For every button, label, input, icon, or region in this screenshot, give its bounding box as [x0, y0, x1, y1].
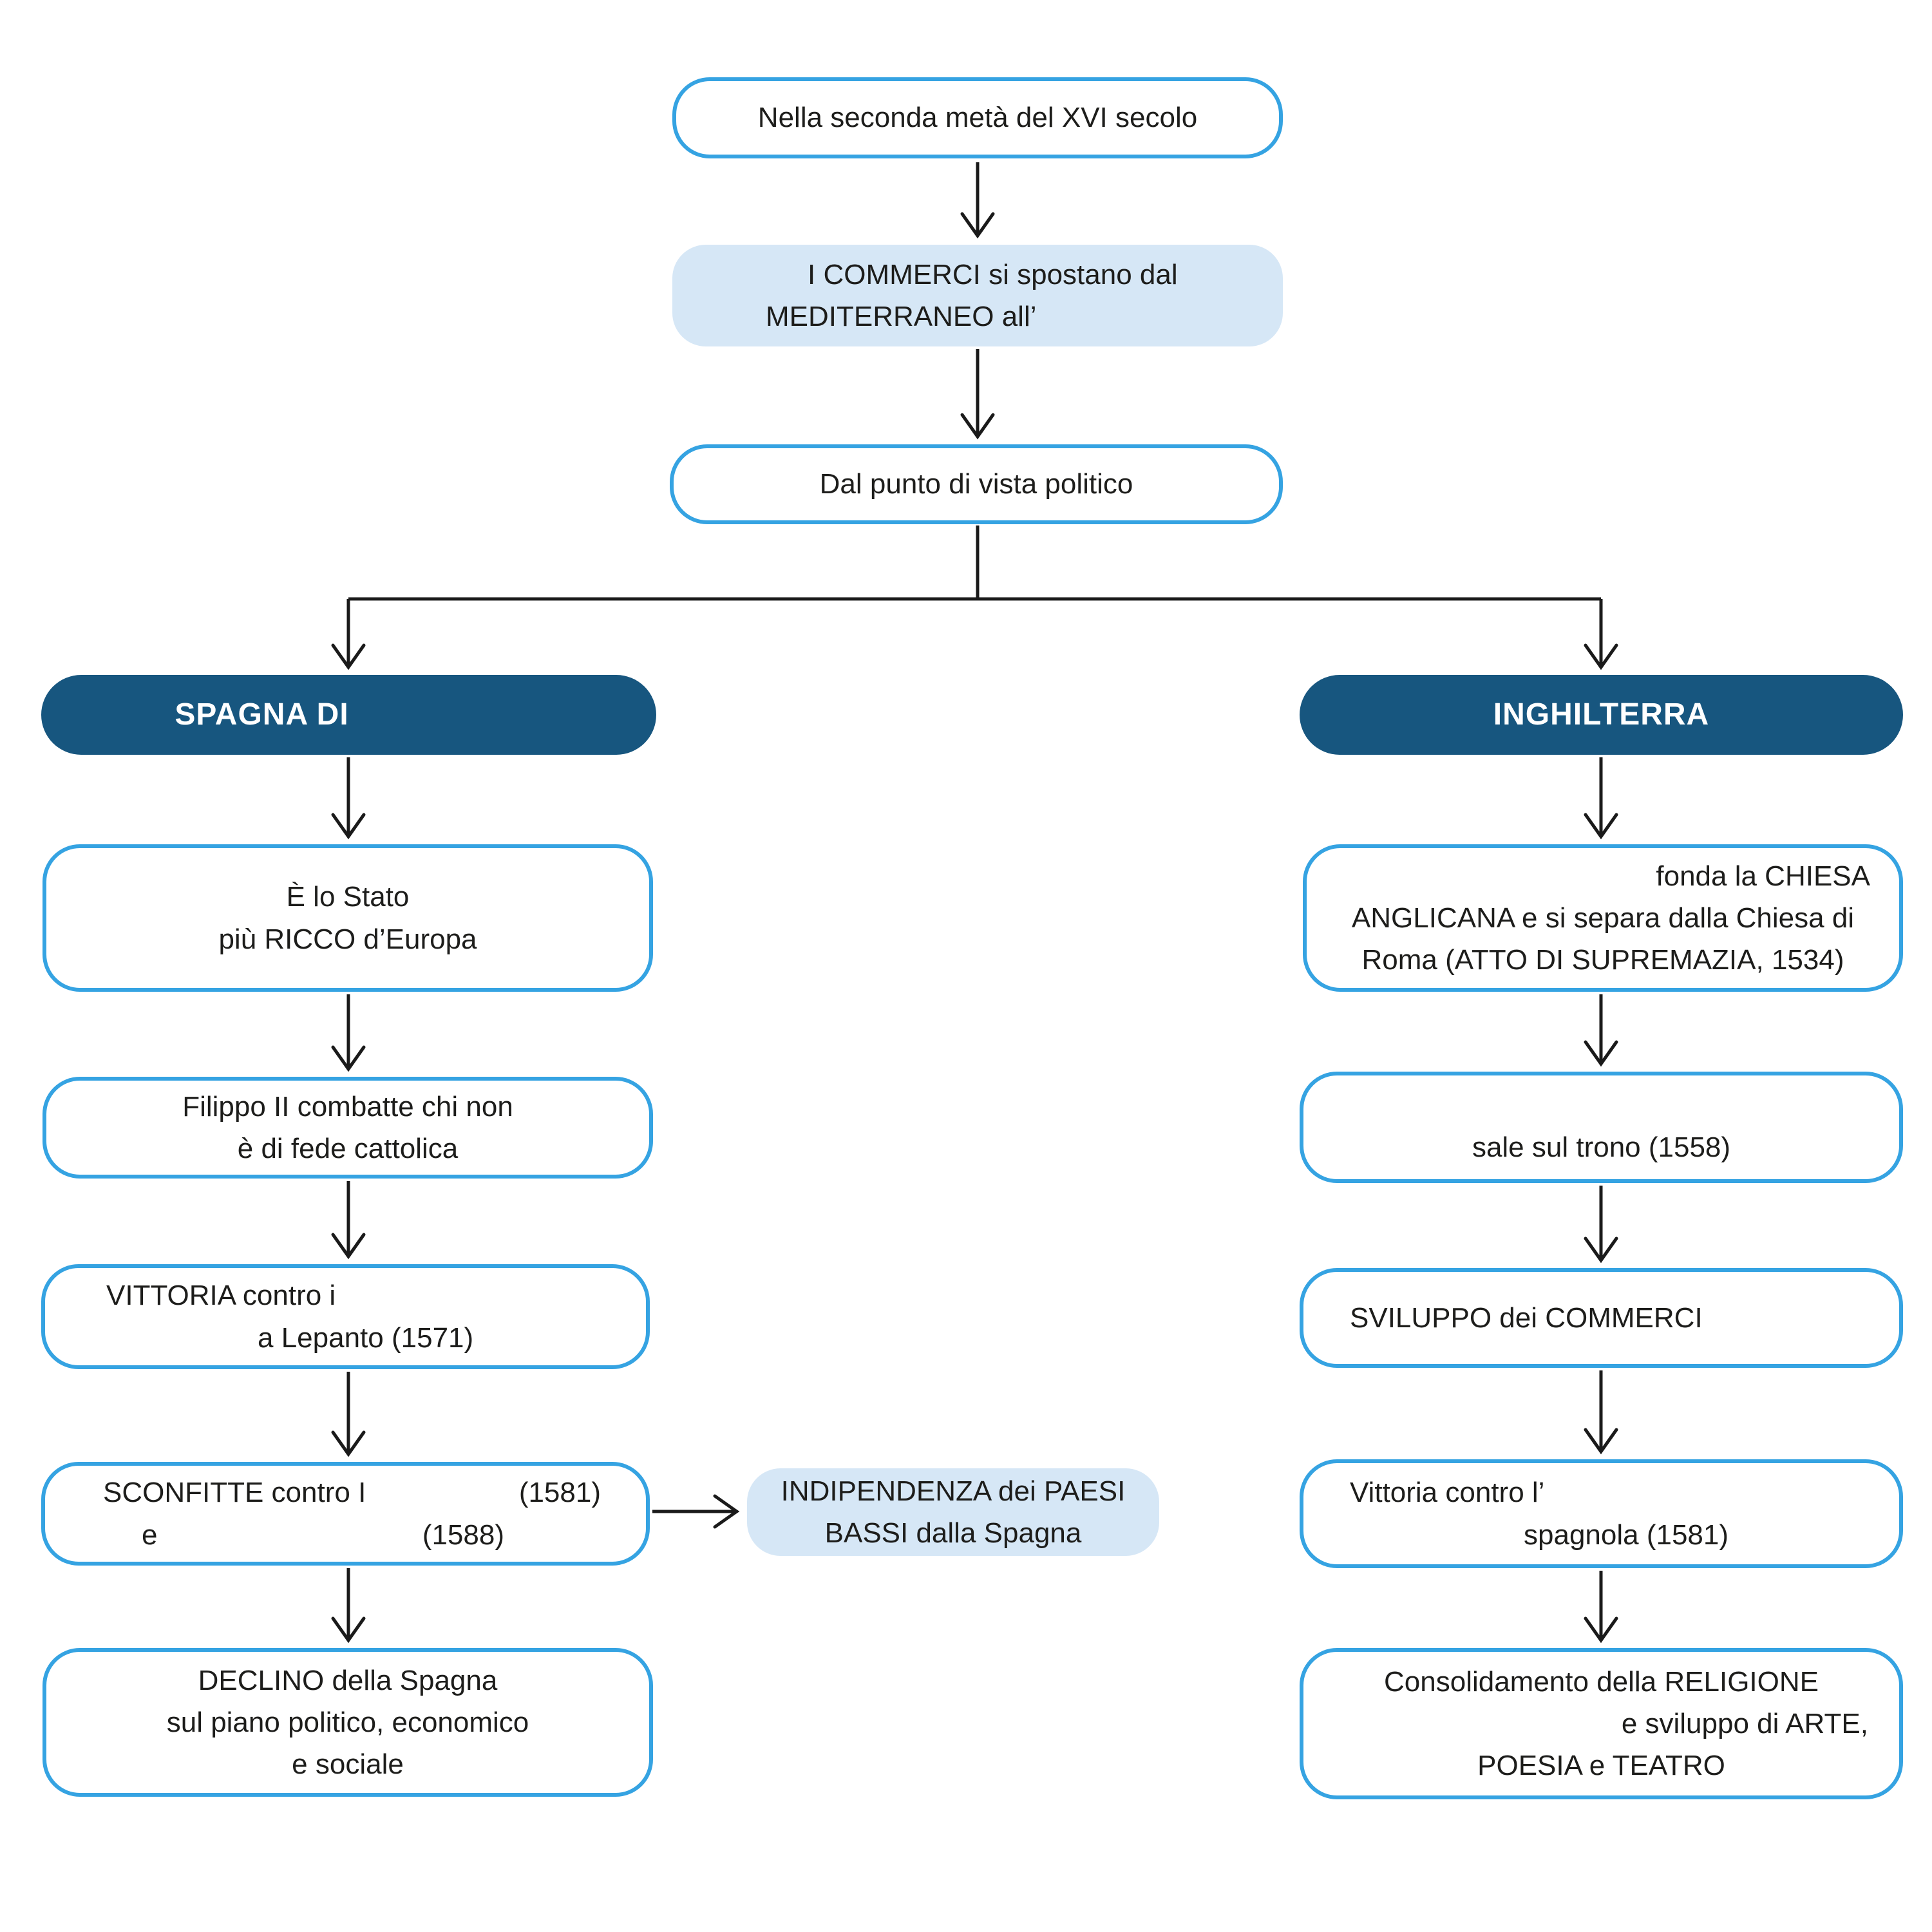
- flow-box-intro: Nella seconda metà del XVI secolo: [672, 77, 1283, 158]
- flow-box-sconfitte: SCONFITTE contro I (1581) e (1588): [41, 1462, 650, 1566]
- box-line: Filippo II combatte chi non: [182, 1090, 513, 1122]
- box-line-segment: SCONFITTE contro I: [103, 1477, 366, 1509]
- branch-header-spagna: SPAGNA DI: [41, 675, 656, 755]
- flow-box-vittoria-armata: Vittoria contro l’ spagnola (1581): [1300, 1459, 1903, 1568]
- box-line-segment: (1581): [518, 1477, 601, 1509]
- box-line: ANGLICANA e si separa dalla Chiesa di: [1351, 902, 1855, 934]
- box-line-with-blank: e (1588): [103, 1514, 601, 1556]
- box-line-with-blank: e sviluppo di ARTE,: [1621, 1707, 1868, 1739]
- box-line-segment: (1588): [422, 1519, 504, 1551]
- box-line: BASSI dalla Spagna: [824, 1517, 1082, 1549]
- flow-box-sviluppo-commerci: SVILUPPO dei COMMERCI: [1300, 1268, 1903, 1368]
- box-line: sul piano politico, economico: [166, 1706, 529, 1738]
- box-line: è di fede cattolica: [237, 1133, 459, 1164]
- flow-box-trono: sale sul trono (1558): [1300, 1072, 1903, 1183]
- flow-box-declino: DECLINO della Spagna sul piano politico,…: [43, 1648, 653, 1797]
- box-line: più RICCO d’Europa: [218, 923, 477, 955]
- flow-box-vittoria-lepanto: VITTORIA contro i a Lepanto (1571): [41, 1264, 650, 1369]
- flow-box-commerci: I COMMERCI si spostano dal MEDITERRANEO …: [672, 245, 1283, 346]
- box-line-with-blank: fonda la CHIESA: [1656, 860, 1870, 892]
- flow-box-chiesa-anglicana: fonda la CHIESA ANGLICANA e si separa da…: [1303, 844, 1903, 992]
- box-line-with-blank: Vittoria contro l’: [1350, 1477, 1545, 1509]
- box-line: INDIPENDENZA dei PAESI: [781, 1475, 1126, 1507]
- box-line: DECLINO della Spagna: [198, 1664, 498, 1696]
- box-line: sale sul trono (1558): [1472, 1131, 1731, 1163]
- header-label: INGHILTERRA: [1493, 697, 1710, 732]
- box-line: I COMMERCI si spostano dal: [808, 258, 1178, 290]
- flow-box-consolidamento: Consolidamento della RELIGIONE e svilupp…: [1300, 1648, 1903, 1799]
- box-line: a Lepanto (1571): [258, 1321, 474, 1354]
- box-line-segment: e: [142, 1519, 158, 1551]
- header-label-with-blank: SPAGNA DI: [175, 697, 349, 732]
- flow-box-politico: Dal punto di vista politico: [670, 444, 1283, 524]
- box-line: È lo Stato: [286, 881, 410, 913]
- box-line-with-blank: VITTORIA contro i: [106, 1280, 336, 1312]
- box-line: spagnola (1581): [1524, 1519, 1729, 1551]
- box-line-with-blank: SCONFITTE contro I (1581): [103, 1472, 601, 1513]
- box-line: e sociale: [292, 1748, 404, 1781]
- answer-blank-line: [1332, 1086, 1870, 1126]
- flow-box-filippo: Filippo II combatte chi non è di fede ca…: [43, 1077, 653, 1179]
- box-line: POESIA e TEATRO: [1477, 1750, 1725, 1782]
- flow-box-stato-ricco: È lo Stato più RICCO d’Europa: [43, 844, 653, 992]
- box-line: Roma (ATTO DI SUPREMAZIA, 1534): [1361, 944, 1844, 976]
- box-line: Nella seconda metà del XVI secolo: [757, 102, 1198, 134]
- flow-box-indipendenza: INDIPENDENZA dei PAESI BASSI dalla Spagn…: [747, 1468, 1159, 1556]
- branch-header-inghilterra: INGHILTERRA: [1300, 675, 1903, 755]
- box-line: Dal punto di vista politico: [819, 468, 1133, 500]
- box-line-with-blank: MEDITERRANEO all’: [766, 301, 1037, 332]
- box-line: SVILUPPO dei COMMERCI: [1350, 1302, 1703, 1334]
- box-line: Consolidamento della RELIGIONE: [1384, 1665, 1819, 1698]
